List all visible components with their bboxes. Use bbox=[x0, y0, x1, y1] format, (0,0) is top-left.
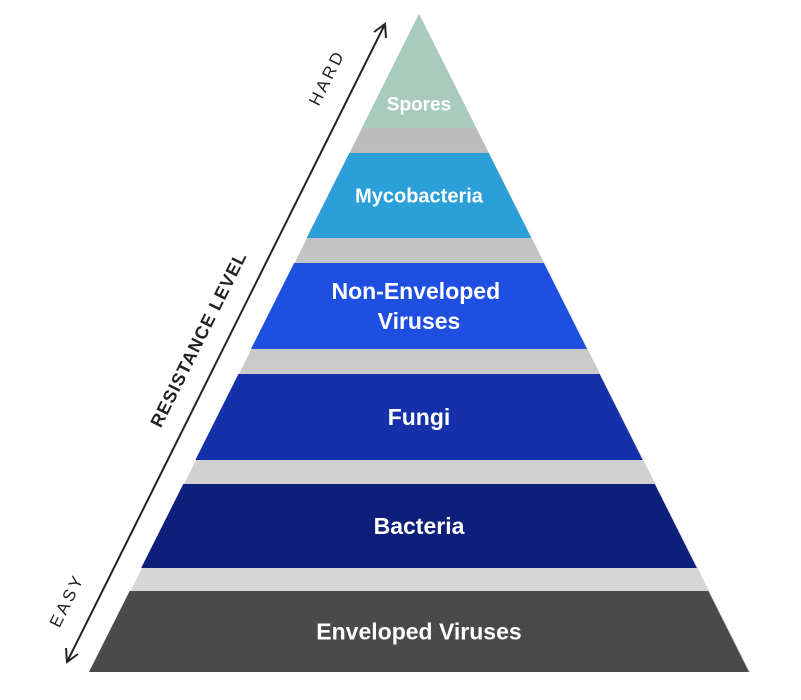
tier-non-enveloped-viruses-label: Non-Enveloped Viruses bbox=[331, 278, 506, 334]
tier-mycobacteria-label: Mycobacteria bbox=[355, 186, 484, 208]
axis-arrowhead-top-icon bbox=[373, 22, 387, 39]
tier-bacteria-label: Bacteria bbox=[374, 513, 465, 539]
tier-enveloped-viruses-label: Enveloped Viruses bbox=[316, 619, 521, 645]
tier-fungi bbox=[195, 374, 643, 460]
axis-hard-label: HARD bbox=[305, 46, 349, 108]
resistance-axis-line bbox=[66, 23, 386, 663]
tier-enveloped-viruses bbox=[89, 591, 749, 672]
axis-arrowhead-bottom-icon bbox=[65, 647, 79, 664]
tier-spores bbox=[361, 14, 477, 128]
tier-fungi-label: Fungi bbox=[388, 404, 451, 430]
tier-non-enveloped-viruses bbox=[250, 263, 588, 349]
tier-mycobacteria bbox=[306, 153, 532, 238]
tier-bacteria bbox=[141, 484, 697, 568]
pyramid-tiers: Spores Mycobacteria Non-Enveloped Viruse… bbox=[89, 14, 749, 672]
tier-spores-label: Spores bbox=[387, 95, 451, 116]
axis-easy-label: EASY bbox=[46, 571, 89, 631]
